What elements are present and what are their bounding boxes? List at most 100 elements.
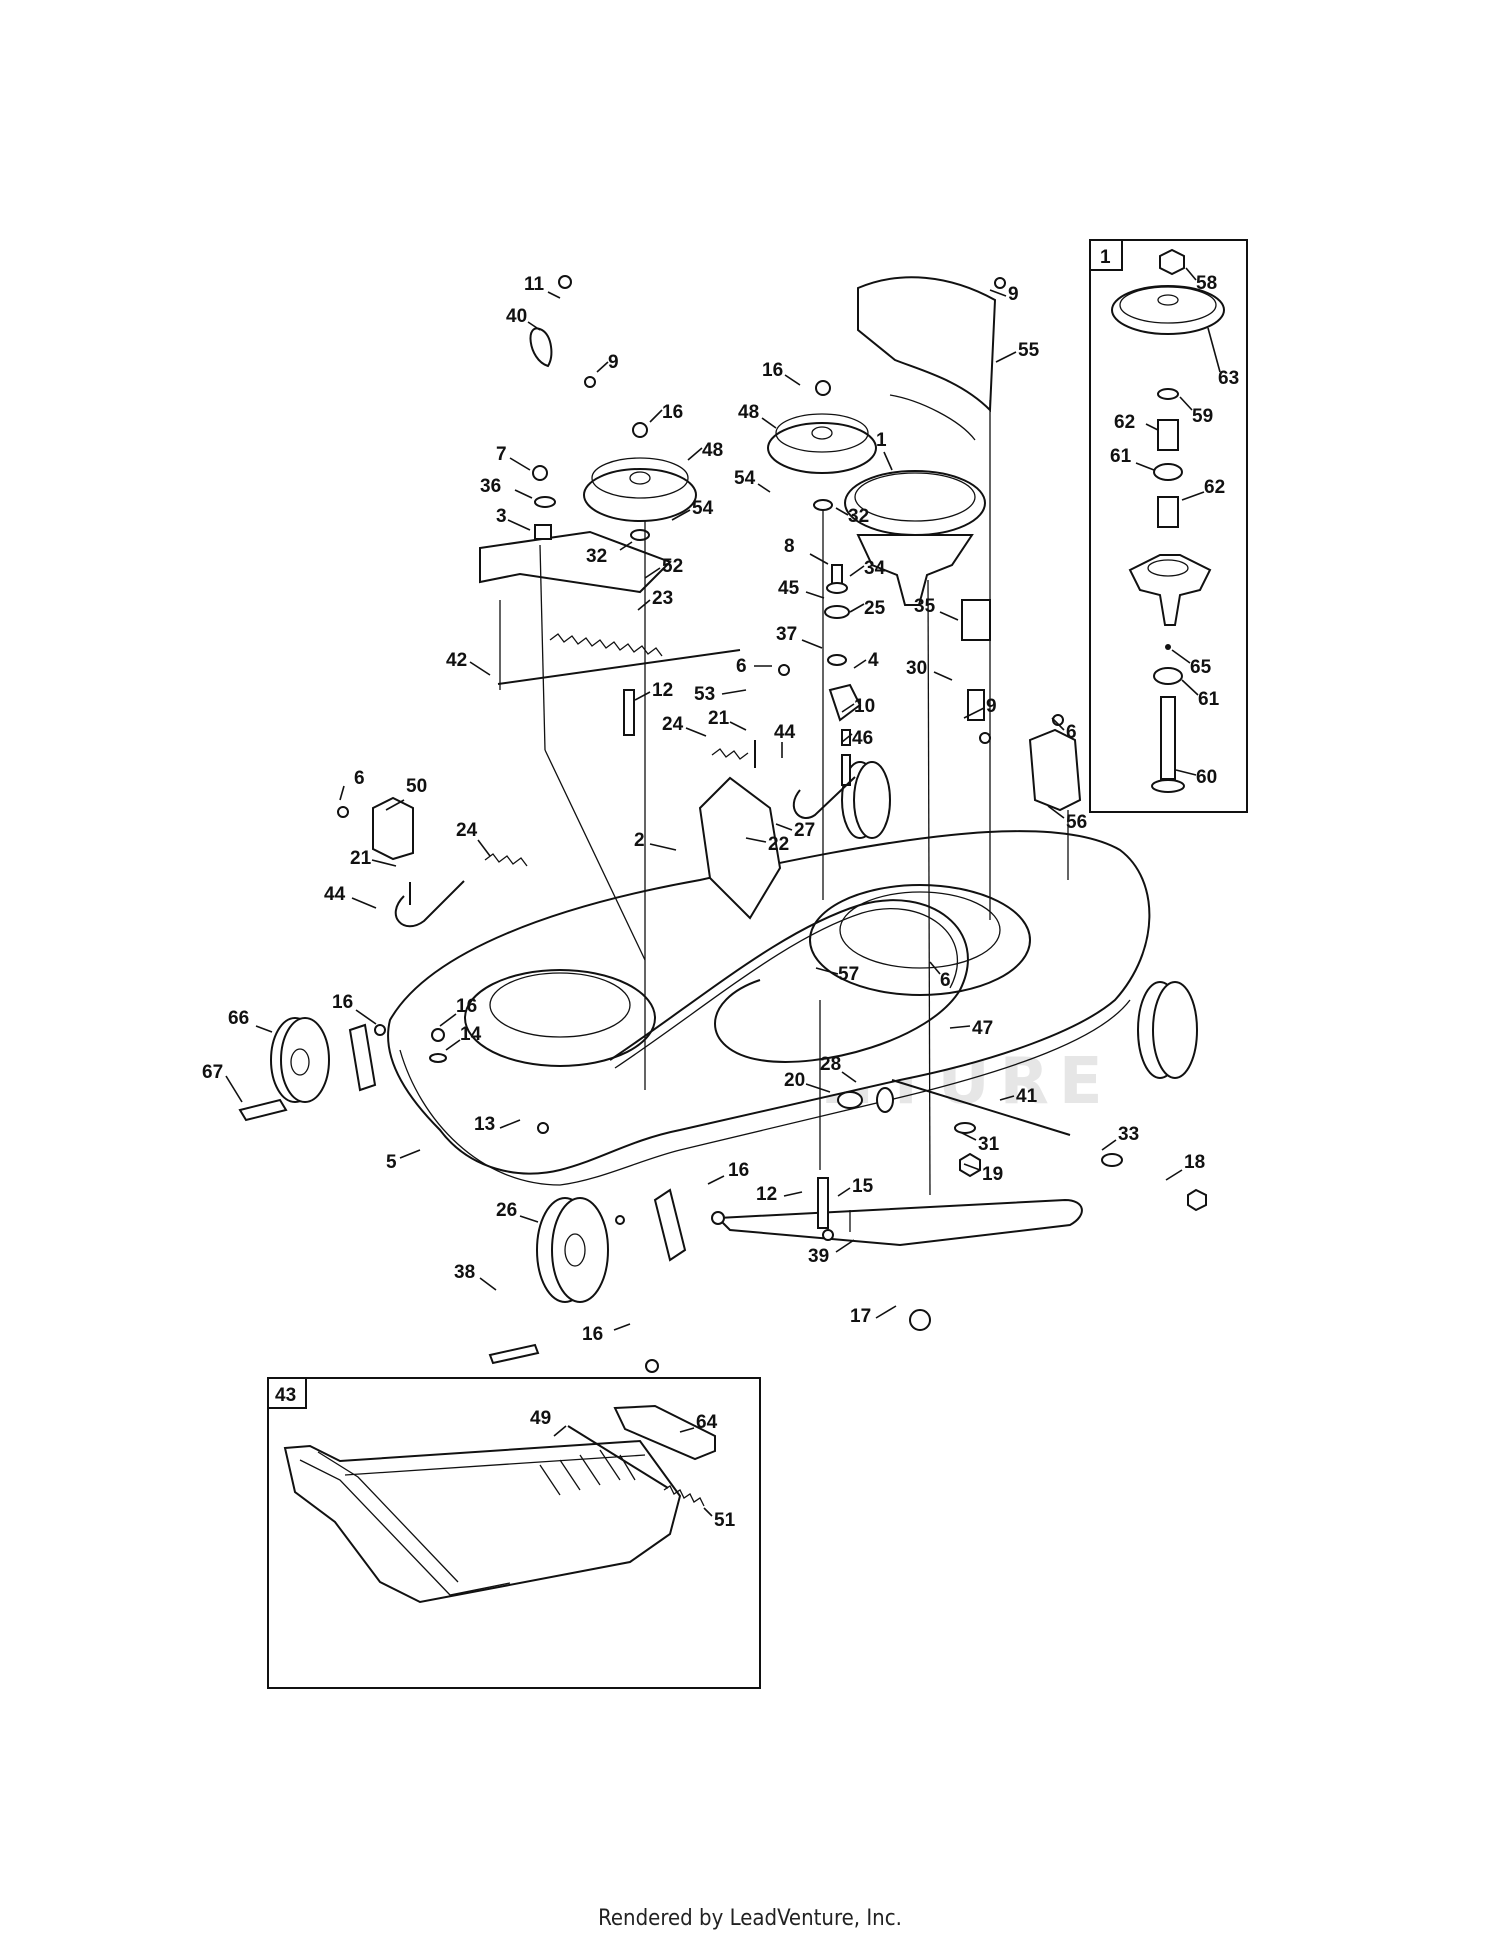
callout-30: 30 bbox=[906, 658, 953, 681]
svg-text:23: 23 bbox=[652, 588, 673, 609]
callout-6c: 6 bbox=[339, 768, 365, 801]
callout-62: 62 bbox=[1114, 412, 1159, 433]
svg-text:32: 32 bbox=[586, 546, 607, 567]
callout-56: 56 bbox=[1047, 805, 1087, 833]
svg-text:12: 12 bbox=[652, 680, 673, 701]
svg-text:46: 46 bbox=[852, 728, 873, 749]
svg-text:9: 9 bbox=[986, 696, 997, 717]
svg-text:53: 53 bbox=[694, 684, 715, 705]
callout-52: 52 bbox=[644, 556, 683, 579]
callout-60: 60 bbox=[1175, 767, 1217, 788]
svg-text:47: 47 bbox=[972, 1018, 993, 1039]
svg-text:20: 20 bbox=[784, 1070, 805, 1091]
svg-text:7: 7 bbox=[496, 444, 507, 465]
svg-text:9: 9 bbox=[608, 352, 619, 373]
svg-text:25: 25 bbox=[864, 598, 886, 619]
callout-42: 42 bbox=[446, 650, 491, 676]
svg-text:61: 61 bbox=[1198, 689, 1220, 710]
svg-text:31: 31 bbox=[978, 1134, 1000, 1155]
callout-12b: 12 bbox=[756, 1184, 803, 1205]
callout-15: 15 bbox=[837, 1176, 874, 1197]
callout-24a: 24 bbox=[662, 714, 707, 737]
svg-text:62: 62 bbox=[1114, 412, 1135, 433]
svg-text:16: 16 bbox=[662, 402, 683, 423]
svg-text:16: 16 bbox=[762, 360, 783, 381]
callout-66: 66 bbox=[228, 1008, 273, 1033]
callout-35: 35 bbox=[914, 596, 959, 621]
callout-8: 8 bbox=[784, 536, 829, 565]
svg-text:63: 63 bbox=[1218, 368, 1239, 389]
deflector-inset-label: 43 bbox=[275, 1385, 296, 1406]
callout-2: 2 bbox=[634, 830, 677, 851]
callout-59: 59 bbox=[1179, 396, 1213, 427]
svg-text:21: 21 bbox=[708, 708, 730, 729]
callout-40: 40 bbox=[506, 306, 541, 331]
svg-text:33: 33 bbox=[1118, 1124, 1139, 1145]
svg-text:21: 21 bbox=[350, 848, 372, 869]
callout-16f: 16 bbox=[582, 1323, 631, 1345]
svg-text:16: 16 bbox=[728, 1160, 749, 1181]
svg-text:55: 55 bbox=[1018, 340, 1040, 361]
callout-22: 22 bbox=[745, 834, 789, 855]
svg-text:8: 8 bbox=[784, 536, 795, 557]
callout-9b: 9 bbox=[989, 284, 1019, 305]
svg-text:57: 57 bbox=[838, 964, 859, 985]
callout-7: 7 bbox=[496, 444, 531, 471]
svg-text:48: 48 bbox=[702, 440, 723, 461]
callout-16b: 16 bbox=[762, 360, 801, 386]
callout-65: 65 bbox=[1171, 649, 1212, 678]
callout-26: 26 bbox=[496, 1200, 539, 1223]
callout-58: 58 bbox=[1185, 267, 1217, 294]
main-callouts: 11 40 9 7 36 3 16 48 32 54 52 23 42 12 1… bbox=[202, 274, 1205, 1345]
callout-3: 3 bbox=[496, 506, 531, 531]
callout-6a: 6 bbox=[736, 656, 772, 677]
svg-text:4: 4 bbox=[868, 650, 879, 671]
svg-text:12: 12 bbox=[756, 1184, 777, 1205]
svg-text:49: 49 bbox=[530, 1408, 551, 1429]
callout-20: 20 bbox=[784, 1070, 831, 1093]
callout-6b: 6 bbox=[1051, 717, 1077, 743]
svg-text:28: 28 bbox=[820, 1054, 841, 1075]
callout-46: 46 bbox=[841, 728, 873, 749]
svg-text:34: 34 bbox=[864, 558, 886, 579]
svg-text:10: 10 bbox=[854, 696, 875, 717]
callout-33: 33 bbox=[1101, 1124, 1139, 1151]
deck-assembly bbox=[238, 275, 1207, 1373]
svg-text:17: 17 bbox=[850, 1306, 871, 1327]
callout-24b: 24 bbox=[456, 820, 491, 857]
footer-credit: Rendered by LeadVenture, Inc. bbox=[598, 1906, 902, 1931]
callout-25a: 25 bbox=[849, 598, 886, 619]
callout-10: 10 bbox=[841, 696, 875, 717]
callout-23: 23 bbox=[637, 588, 673, 611]
svg-text:6: 6 bbox=[1066, 722, 1077, 743]
callout-47: 47 bbox=[949, 1018, 993, 1039]
callout-48a: 48 bbox=[687, 440, 723, 461]
svg-text:14: 14 bbox=[460, 1024, 482, 1045]
callout-62b: 62 bbox=[1181, 477, 1225, 501]
svg-text:41: 41 bbox=[1016, 1086, 1038, 1107]
svg-text:45: 45 bbox=[778, 578, 800, 599]
svg-text:38: 38 bbox=[454, 1262, 475, 1283]
callout-5: 5 bbox=[386, 1149, 421, 1173]
svg-text:16: 16 bbox=[332, 992, 353, 1013]
svg-text:24: 24 bbox=[662, 714, 684, 735]
callout-61: 61 bbox=[1110, 446, 1155, 471]
callout-18: 18 bbox=[1165, 1152, 1205, 1181]
callout-54a: 54 bbox=[671, 498, 714, 521]
callout-16a: 16 bbox=[649, 402, 683, 423]
svg-text:58: 58 bbox=[1196, 273, 1217, 294]
callout-64: 64 bbox=[679, 1412, 718, 1433]
callout-54b: 54 bbox=[734, 468, 771, 493]
callout-63: 63 bbox=[1207, 327, 1239, 389]
callout-34: 34 bbox=[849, 558, 886, 579]
svg-text:27: 27 bbox=[794, 820, 815, 841]
svg-text:18: 18 bbox=[1184, 1152, 1205, 1173]
callout-16d: 16 bbox=[332, 992, 377, 1025]
svg-text:37: 37 bbox=[776, 624, 797, 645]
callout-38: 38 bbox=[454, 1262, 497, 1291]
callout-51: 51 bbox=[703, 1507, 736, 1531]
svg-text:40: 40 bbox=[506, 306, 527, 327]
svg-text:48: 48 bbox=[738, 402, 759, 423]
svg-text:62: 62 bbox=[1204, 477, 1225, 498]
